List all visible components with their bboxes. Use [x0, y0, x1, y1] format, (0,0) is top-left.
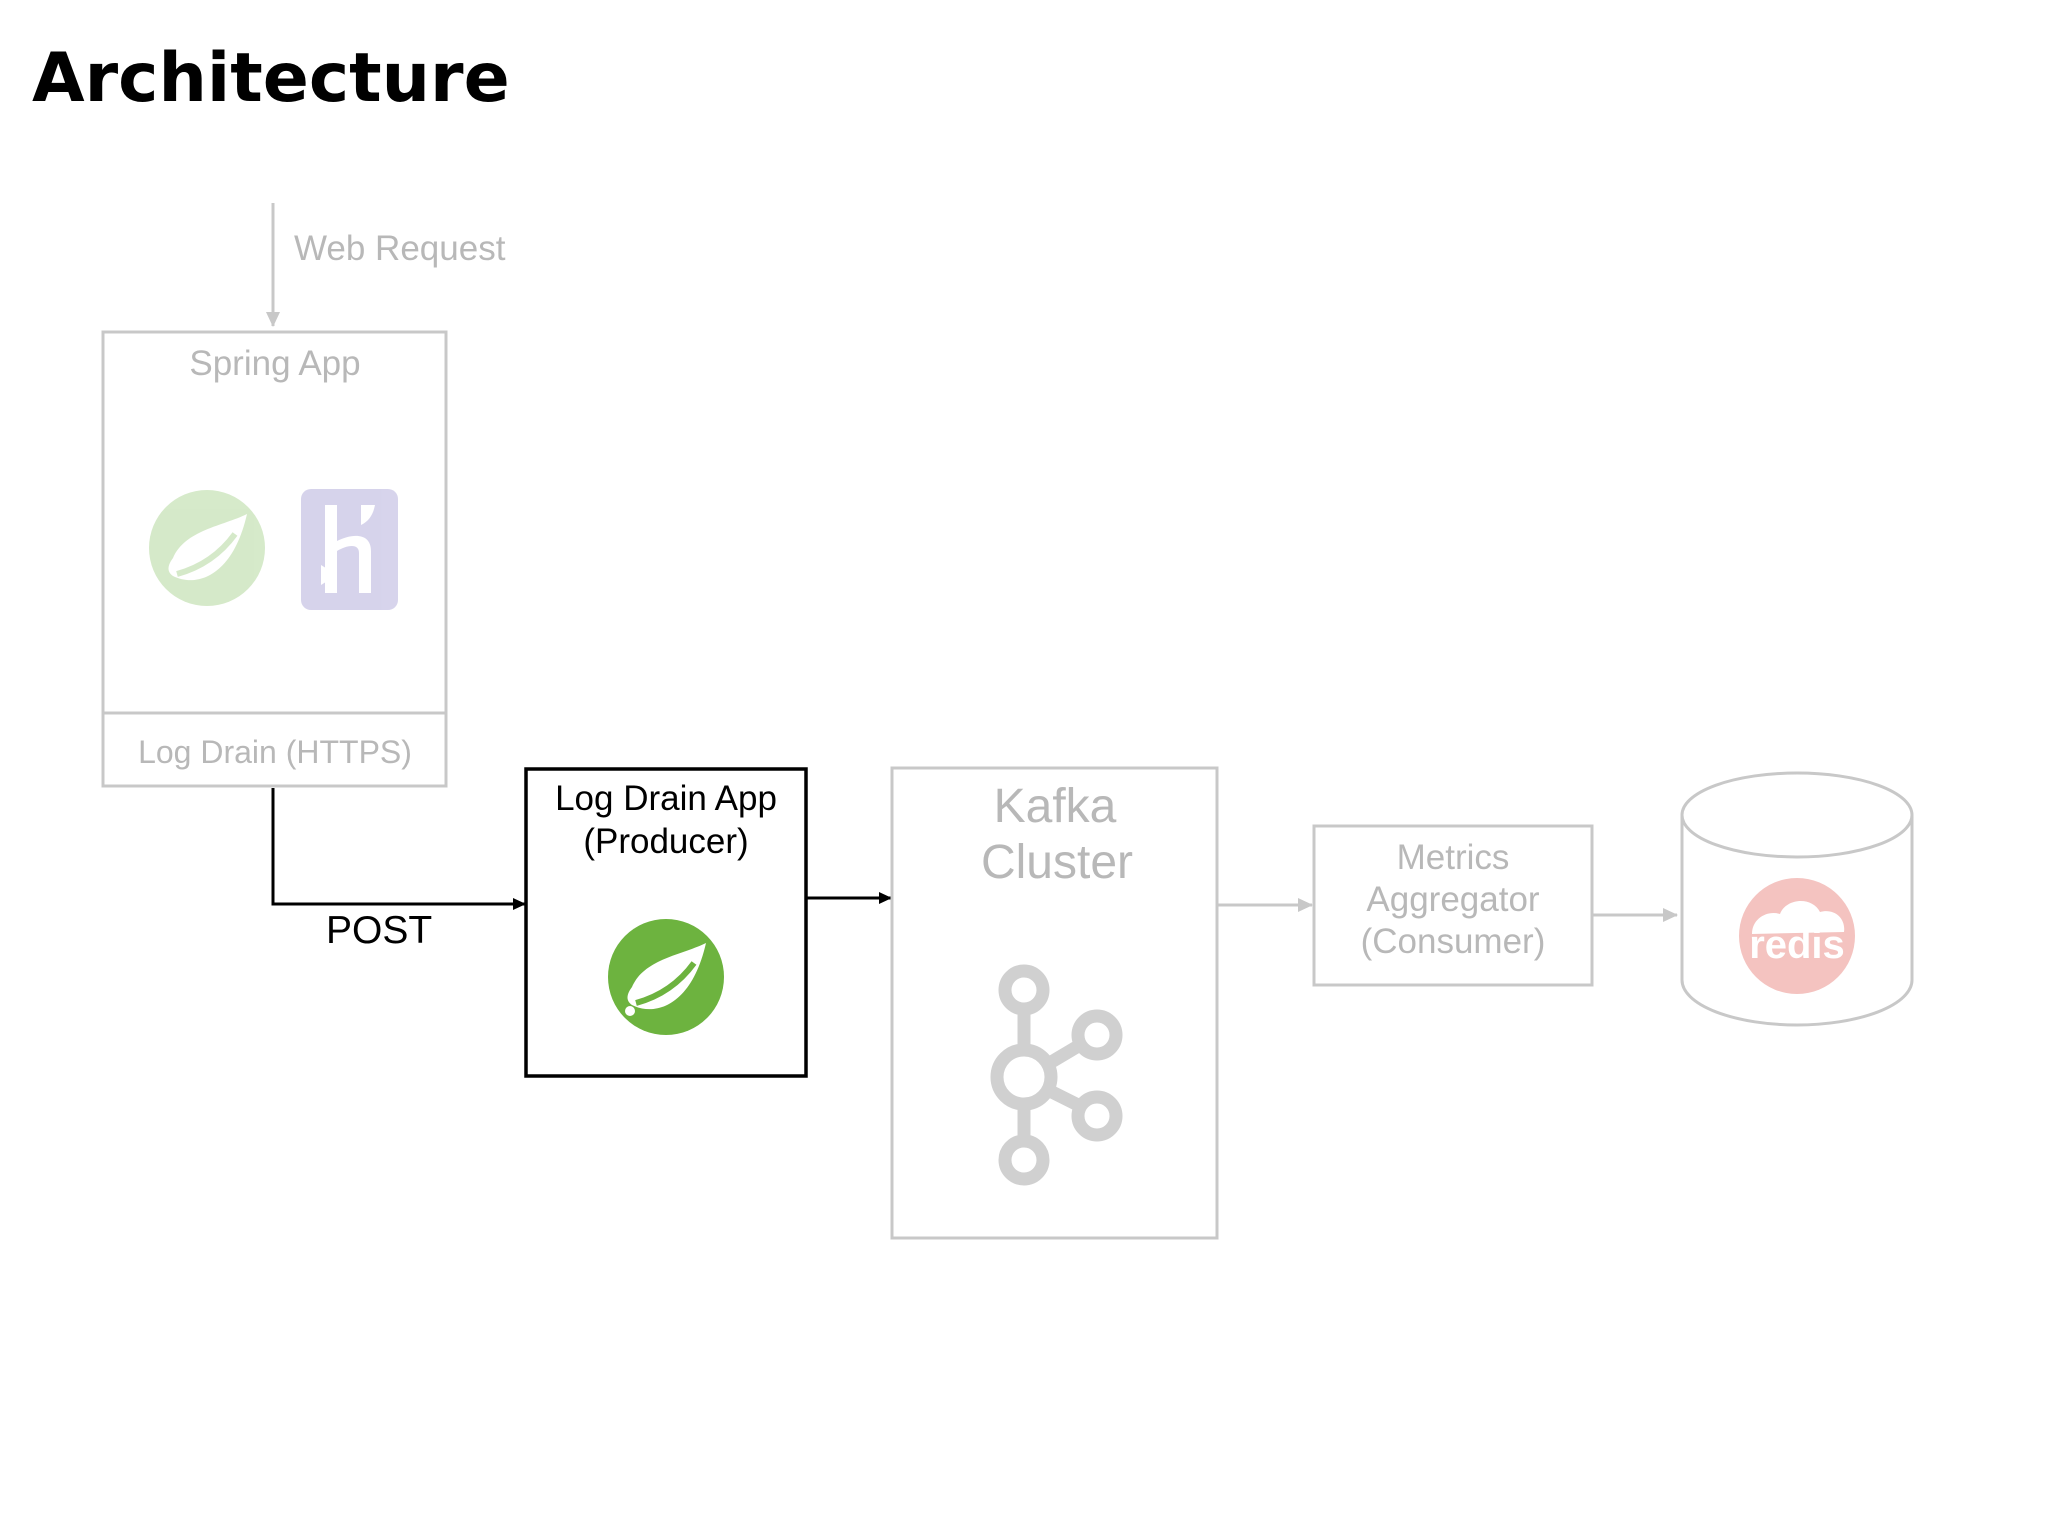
spring-leaf-icon	[149, 490, 265, 606]
metrics-line2: Aggregator	[1366, 880, 1540, 919]
spring-app-box: Spring App Log Drain (HTTPS)	[101, 330, 448, 788]
post-label: POST	[326, 909, 432, 952]
log-drain-app-box: Log Drain App (Producer)	[524, 767, 808, 1078]
page-title: Architecture	[32, 39, 510, 118]
log-drain-https-label: Log Drain (HTTPS)	[138, 734, 412, 770]
metrics-line3: (Consumer)	[1361, 922, 1546, 961]
log-drain-app-title-line1: Log Drain App	[555, 779, 777, 818]
log-drain-https-box	[101, 711, 448, 788]
metrics-aggregator-box: Metrics Aggregator (Consumer)	[1312, 824, 1594, 987]
kafka-title-line2: Cluster	[981, 836, 1133, 889]
kafka-icon	[990, 964, 1123, 1186]
log-drain-app-title-line2: (Producer)	[583, 822, 748, 861]
redis-logo-text: redis	[1749, 923, 1845, 967]
spring-app-title: Spring App	[189, 344, 360, 383]
post-arrow	[271, 788, 526, 910]
kafka-cluster-box: Kafka Cluster	[890, 766, 1219, 1240]
metrics-line1: Metrics	[1397, 838, 1510, 877]
kafka-title-line1: Kafka	[994, 780, 1117, 833]
heroku-icon	[301, 489, 398, 610]
web-request-label: Web Request	[294, 229, 506, 268]
redis-database: redis	[1680, 771, 1914, 1027]
redis-icon: redis	[1739, 878, 1855, 994]
spring-leaf-icon	[608, 919, 724, 1035]
